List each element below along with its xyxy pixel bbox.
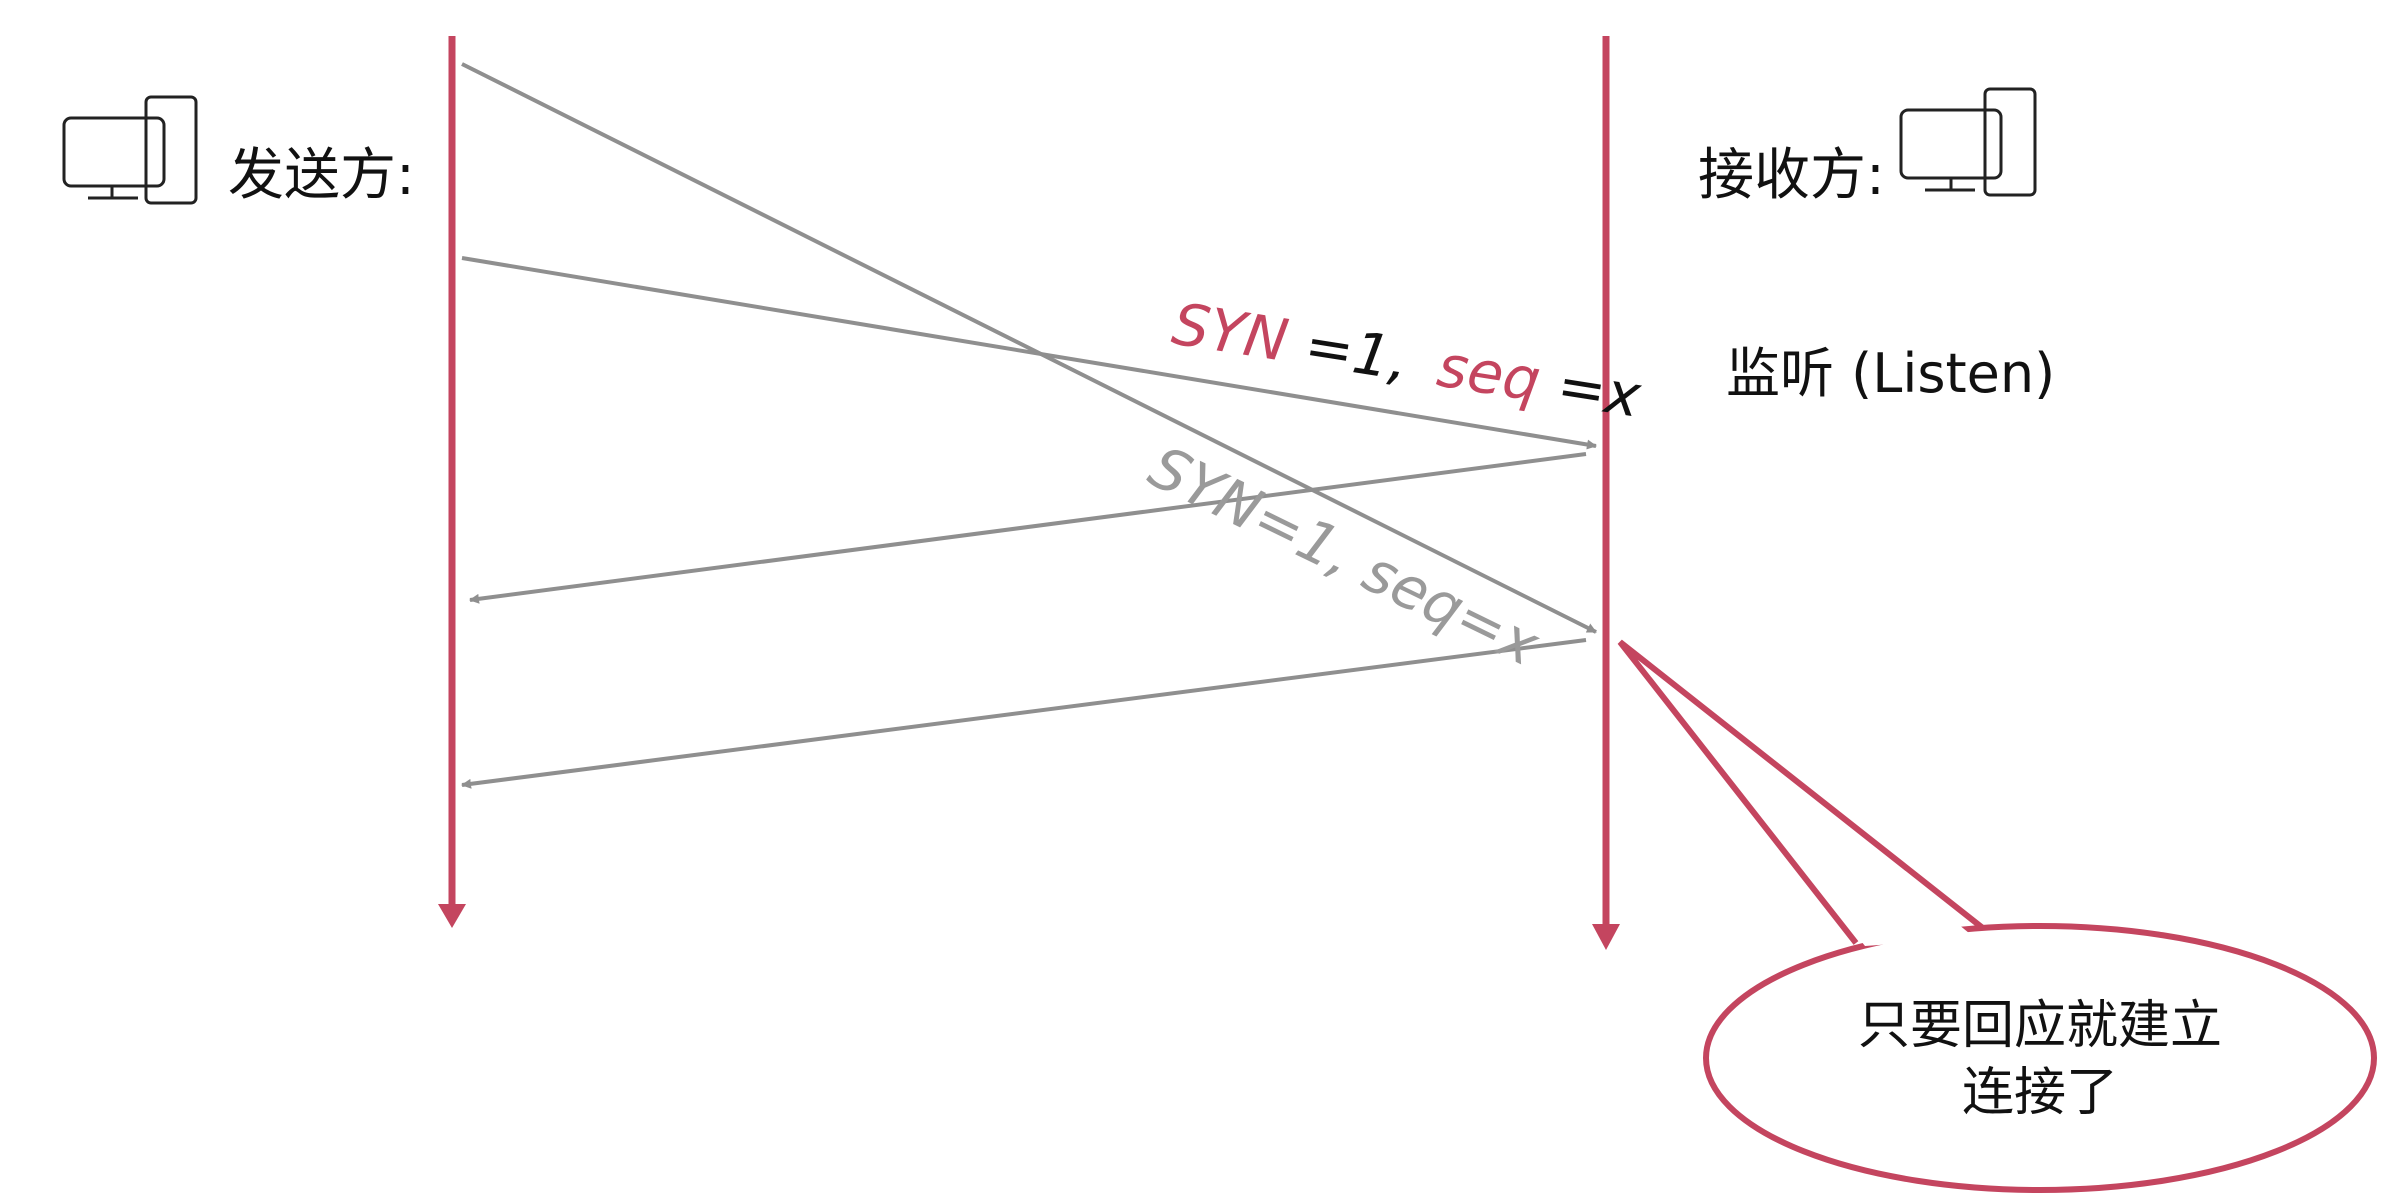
syn-message-label: SYN =1, seq =x	[1168, 290, 1646, 431]
callout-text-line-1: 只要回应就建立	[1858, 996, 2222, 1056]
seq-value: =x	[1553, 351, 1646, 431]
delayed-syn-label: SYN=1, seq=x	[1139, 432, 1550, 679]
seq-token: seq	[1433, 332, 1545, 415]
receiver-label: 接收方:	[1698, 143, 1885, 208]
sender-computer-icon	[62, 95, 198, 205]
delayed-syn-arrow	[461, 62, 1597, 634]
syn-token: SYN	[1168, 290, 1293, 375]
callout-text-line-2: 连接了	[1962, 1063, 2118, 1123]
reply-arrow-2	[461, 638, 1587, 789]
receiver-computer-icon	[1899, 87, 2037, 197]
receiver-timeline	[1592, 36, 1620, 950]
callout-bubble: 只要回应就建立 连接了	[1617, 639, 2377, 1193]
syn-value: =1,	[1300, 311, 1413, 394]
sender-label: 发送方:	[228, 143, 415, 208]
sender-timeline	[438, 36, 466, 928]
reply-arrow-1	[469, 452, 1587, 604]
syn-arrow	[461, 256, 1597, 450]
receiver-state-listen: 监听 (Listen)	[1726, 342, 2055, 405]
